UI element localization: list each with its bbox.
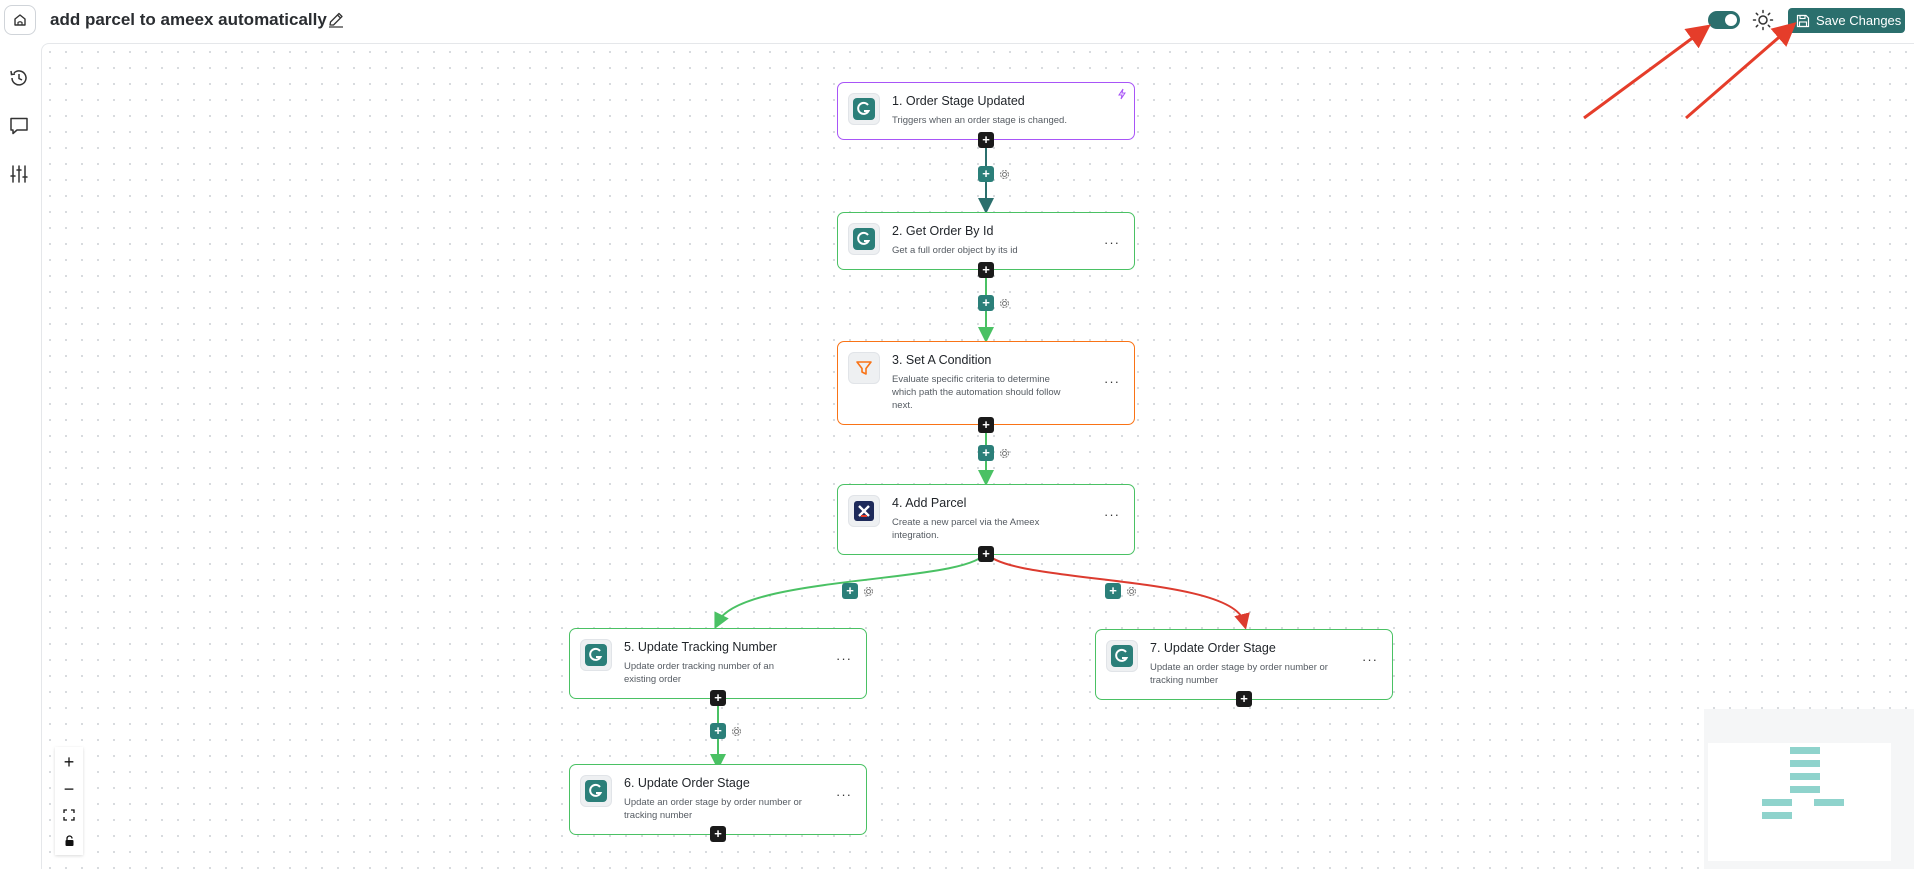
add-step-button[interactable]: + [710, 690, 726, 706]
node-title: 4. Add Parcel [892, 496, 967, 510]
node-description: Create a new parcel via the Ameex integr… [892, 517, 1040, 541]
insert-step-button[interactable]: + [710, 723, 726, 739]
g-app-icon [848, 93, 880, 125]
node-menu-button[interactable]: ··· [1104, 235, 1120, 250]
minimap-node [1790, 760, 1820, 767]
node-description: Update order tracking number of an exist… [624, 661, 774, 685]
minimap-node [1762, 799, 1792, 806]
insert-step-button[interactable]: + [842, 583, 858, 599]
lock-icon [65, 835, 73, 846]
node-menu-button[interactable]: ··· [836, 651, 852, 666]
g-app-icon [580, 775, 612, 807]
edge-4-5 [714, 551, 987, 630]
automation-active-toggle[interactable] [1708, 11, 1740, 29]
edit-pencil-icon[interactable] [327, 11, 345, 29]
save-floppy-icon [1796, 14, 1810, 27]
gear-icon[interactable] [999, 169, 1010, 180]
minimap-node [1790, 773, 1820, 780]
left-sidebar [0, 40, 40, 869]
node-description: Evaluate specific criteria to determine … [892, 374, 1061, 411]
lock-button[interactable] [55, 828, 83, 854]
workflow-node-7[interactable]: 7. Update Order Stage Update an order st… [1095, 629, 1393, 700]
minimap[interactable] [1704, 709, 1914, 869]
node-menu-button[interactable]: ··· [1104, 374, 1120, 389]
node-title: 6. Update Order Stage [624, 776, 750, 790]
add-step-button[interactable]: + [978, 546, 994, 562]
zoom-in-button[interactable]: + [55, 749, 83, 775]
ameex-icon [848, 495, 880, 527]
gear-icon[interactable] [731, 726, 742, 737]
minimap-viewport [1708, 743, 1891, 861]
minimap-node [1814, 799, 1844, 806]
gear-icon[interactable] [863, 586, 874, 597]
gear-icon[interactable] [999, 298, 1010, 309]
insert-step-button[interactable]: + [978, 295, 994, 311]
home-button[interactable] [4, 5, 36, 35]
filter-icon [848, 352, 880, 384]
comment-icon[interactable] [8, 115, 30, 137]
save-changes-button[interactable]: Save Changes [1788, 8, 1905, 33]
workflow-node-2[interactable]: 2. Get Order By Id Get a full order obje… [837, 212, 1135, 270]
add-step-button[interactable]: + [1236, 691, 1252, 707]
add-step-button[interactable]: + [710, 826, 726, 842]
automation-title: add parcel to ameex automatically [50, 10, 327, 29]
insert-step-button[interactable]: + [1105, 583, 1121, 599]
g-app-icon [580, 639, 612, 671]
sun-theme-icon[interactable] [1752, 9, 1774, 31]
node-menu-button[interactable]: ··· [1104, 507, 1120, 522]
history-icon[interactable] [8, 67, 30, 89]
gear-icon[interactable] [1126, 586, 1137, 597]
insert-step-button[interactable]: + [978, 445, 994, 461]
edge-4-7 [985, 551, 1250, 630]
node-title: 5. Update Tracking Number [624, 640, 777, 654]
workflow-node-3[interactable]: 3. Set A Condition Evaluate specific cri… [837, 341, 1135, 425]
node-title: 7. Update Order Stage [1150, 641, 1276, 655]
workflow-node-1[interactable]: 1. Order Stage Updated Triggers when an … [837, 82, 1135, 140]
node-menu-button[interactable]: ··· [836, 787, 852, 802]
save-changes-label: Save Changes [1816, 13, 1902, 28]
home-icon [14, 14, 26, 26]
node-menu-button[interactable]: ··· [1362, 652, 1378, 667]
add-step-button[interactable]: + [978, 132, 994, 148]
node-description: Update an order stage by order number or… [624, 797, 802, 821]
insert-step-button[interactable]: + [978, 166, 994, 182]
top-bar: add parcel to ameex automatically Save C… [0, 0, 1914, 40]
gear-icon[interactable] [999, 448, 1010, 459]
zoom-out-button[interactable]: − [55, 776, 83, 802]
g-app-icon [1106, 640, 1138, 672]
add-step-button[interactable]: + [978, 262, 994, 278]
workflow-node-6[interactable]: 6. Update Order Stage Update an order st… [569, 764, 867, 835]
g-app-icon [848, 223, 880, 255]
workflow-canvas[interactable]: 1. Order Stage Updated Triggers when an … [41, 43, 1914, 869]
node-title: 1. Order Stage Updated [892, 94, 1025, 108]
add-step-button[interactable]: + [978, 417, 994, 433]
node-title: 3. Set A Condition [892, 353, 992, 367]
node-title: 2. Get Order By Id [892, 224, 994, 238]
minimap-node [1790, 747, 1820, 754]
minimap-node [1790, 786, 1820, 793]
node-description: Update an order stage by order number or… [1150, 662, 1328, 686]
lightning-icon [1118, 88, 1126, 100]
sliders-icon[interactable] [8, 163, 30, 185]
workflow-node-4[interactable]: 4. Add Parcel Create a new parcel via th… [837, 484, 1135, 555]
fit-view-button[interactable] [55, 802, 83, 828]
workflow-node-5[interactable]: 5. Update Tracking Number Update order t… [569, 628, 867, 699]
node-description: Get a full order object by its id [892, 245, 1018, 256]
minimap-node [1762, 812, 1792, 819]
zoom-controls: + − [55, 747, 83, 855]
fit-view-icon [63, 809, 75, 821]
node-description: Triggers when an order stage is changed. [892, 115, 1067, 126]
